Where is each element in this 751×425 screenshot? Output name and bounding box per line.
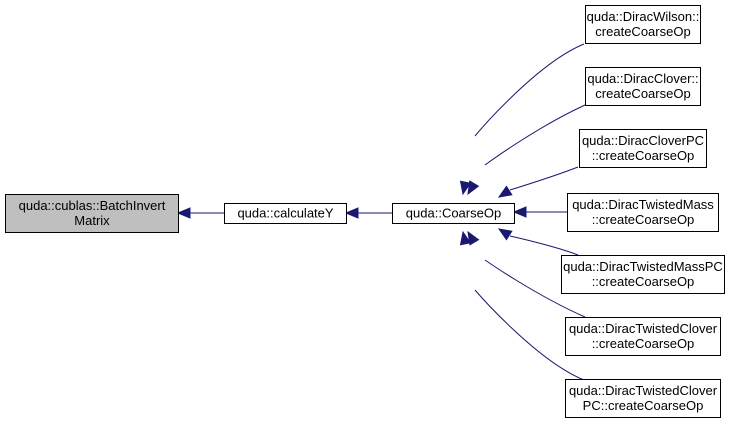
node-label: quda::DiracTwistedMassPC [563,259,723,274]
node-label: quda::DiracClover:: [587,71,698,86]
edge-line [509,235,579,256]
node-label: quda::cublas::BatchInvert [19,198,166,213]
edge-calculatey-to-batchinvert [176,207,224,219]
node-label: quda::DiracCloverPC [582,133,704,148]
edge-line [484,259,586,318]
node-label: createCoarseOp [595,86,690,101]
node-twistedclover[interactable]: quda::DiracTwistedClover::createCoarseOp [565,317,721,356]
node-twistedmass[interactable]: quda::DiracTwistedMass::createCoarseOp [567,193,719,232]
edge-twistedmasspc-to-coarseop [497,228,579,256]
arrowhead [459,230,472,246]
edge-line [509,166,579,191]
edge-line [474,43,585,137]
edge-line [474,289,585,381]
edges-layer [176,43,586,381]
edge-twistedclover-to-coarseop [467,230,586,318]
edge-twistedmass-to-coarseop [512,206,567,218]
arrowhead [176,207,191,219]
node-cloverpc[interactable]: quda::DiracCloverPC::createCoarseOp [579,129,707,168]
node-box [585,67,701,106]
edge-twistedcloverpc-to-coarseop [459,230,585,381]
arrowhead [467,230,480,246]
edge-clover-to-coarseop [467,104,586,196]
node-label: PC::createCoarseOp [583,398,704,413]
arrowhead [467,180,480,196]
node-label: createCoarseOp [595,24,690,39]
node-label: ::createCoarseOp [592,212,695,227]
edge-line [484,104,586,166]
node-label: Matrix [74,213,110,228]
node-box [567,193,719,232]
edge-coarseop-to-calculatey [344,207,392,219]
node-box [579,129,707,168]
node-box [5,194,179,233]
arrowhead [459,180,472,196]
arrowhead [497,185,513,198]
node-box [585,5,701,44]
node-label: ::createCoarseOp [592,148,695,163]
node-box [565,317,721,356]
node-label: quda::DiracTwistedClover [569,383,718,398]
node-label: quda::DiracTwistedMass [572,197,714,212]
node-box [565,379,721,418]
node-clover[interactable]: quda::DiracClover::createCoarseOp [585,67,701,106]
node-label: quda::CoarseOp [406,206,501,221]
node-label: quda::DiracTwistedClover [569,321,718,336]
node-label: quda::calculateY [237,206,333,221]
node-twistedmasspc[interactable]: quda::DiracTwistedMassPC::createCoarseOp [561,255,725,294]
node-twistedcloverpc[interactable]: quda::DiracTwistedCloverPC::createCoarse… [565,379,721,418]
node-box [224,203,347,224]
node-calculatey[interactable]: quda::calculateY [224,203,347,224]
node-label: ::createCoarseOp [592,274,695,289]
node-wilson[interactable]: quda::DiracWilson::createCoarseOp [585,5,701,44]
edge-cloverpc-to-coarseop [497,166,579,198]
arrowhead [344,207,359,219]
node-box [561,255,725,294]
arrowhead [497,228,513,241]
arrowhead [512,206,527,218]
node-box [392,203,515,224]
node-label: quda::DiracWilson:: [587,9,700,24]
node-label: ::createCoarseOp [592,336,695,351]
edge-wilson-to-coarseop [459,43,585,196]
node-coarseop[interactable]: quda::CoarseOp [392,203,515,224]
